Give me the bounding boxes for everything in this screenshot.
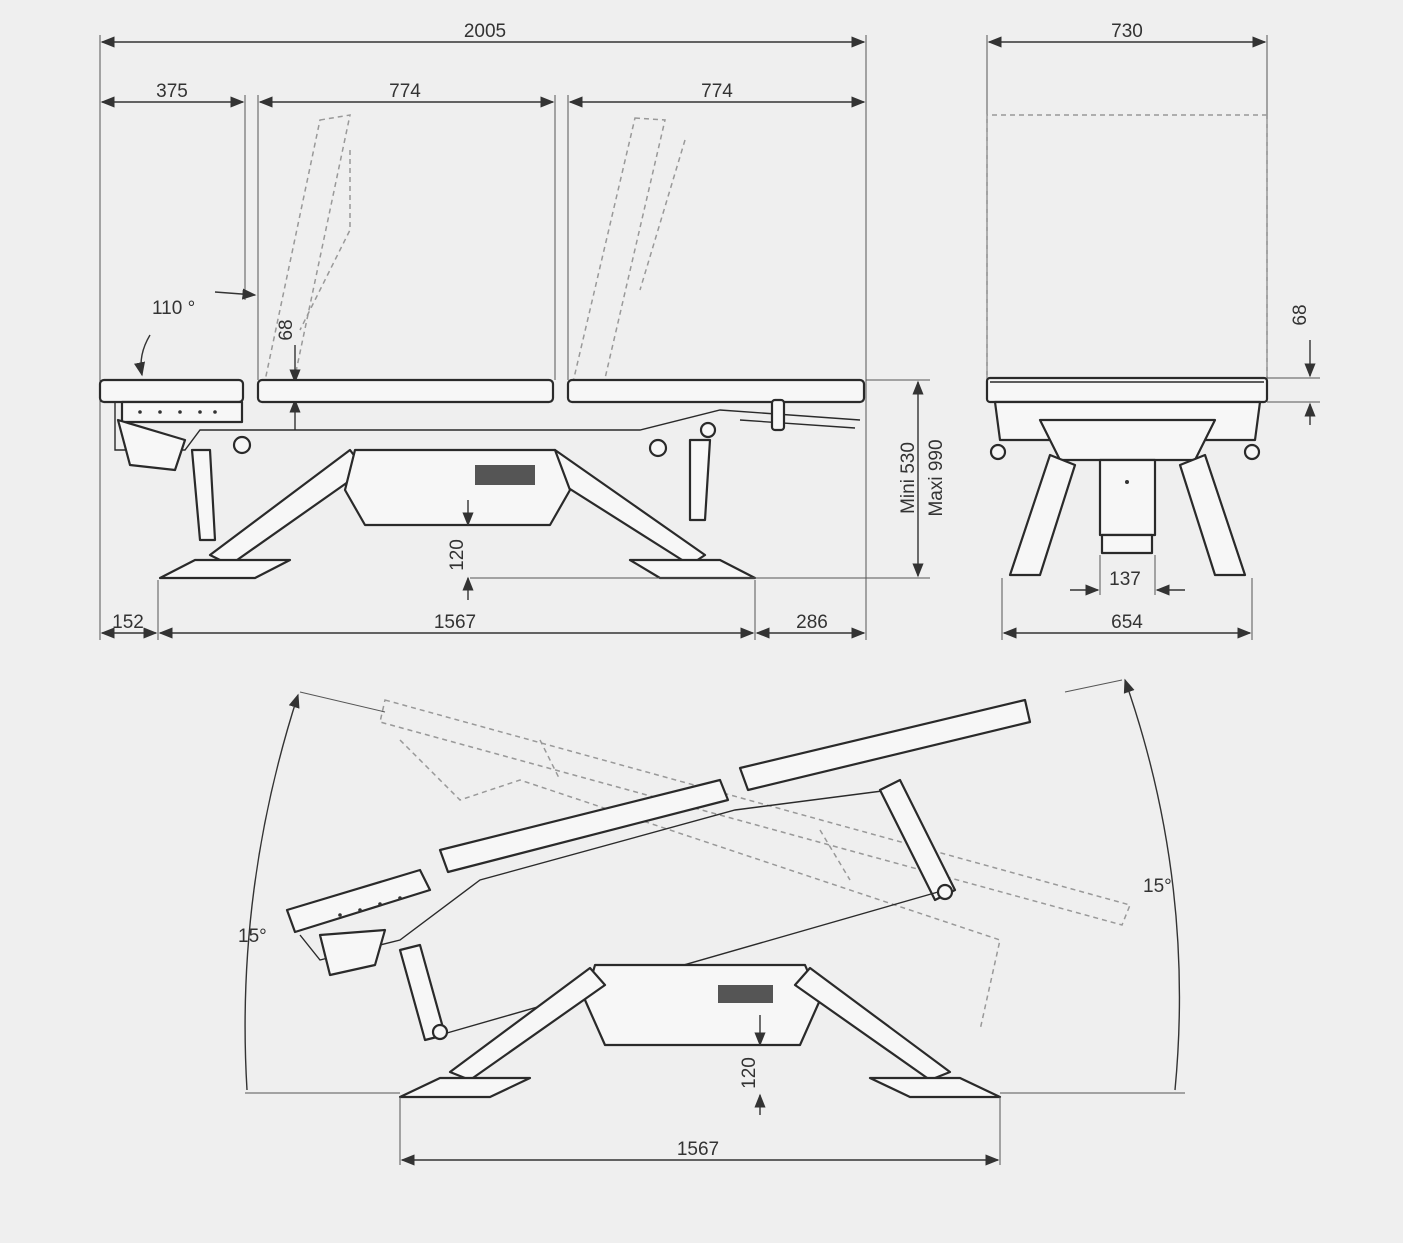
dim-front-overhang: 152	[112, 612, 144, 633]
dim-middle-section: 774	[389, 81, 421, 102]
dim-base-width: 654	[1111, 612, 1143, 633]
side-view: 2005 375 774 774 110 ° 68	[98, 21, 947, 640]
dim-cushion-thickness-side: 68	[276, 319, 297, 340]
dim-rear-overhang: 286	[796, 612, 828, 633]
dim-tilt-angle-left: 15°	[238, 926, 267, 947]
dim-foot-section: 774	[701, 81, 733, 102]
dim-head-section: 375	[156, 81, 188, 102]
dim-cushion-thickness-end: 68	[1290, 304, 1311, 325]
end-view: 730 68 137 654	[985, 21, 1320, 640]
dim-base-clearance-side: 120	[447, 539, 468, 571]
dim-tilt-angle-right: 15°	[1143, 876, 1172, 897]
dim-overall-length: 2005	[464, 21, 506, 42]
dim-height-min: Mini 530	[898, 442, 919, 514]
dim-width: 730	[1111, 21, 1143, 42]
dim-head-angle: 110 °	[152, 298, 195, 319]
dim-base-clearance-tilt: 120	[739, 1057, 760, 1089]
dim-base-length-tilt: 1567	[677, 1139, 719, 1160]
dim-height-max: Maxi 990	[926, 439, 947, 516]
tilt-view: 15° 15° 120 1567	[238, 678, 1185, 1166]
dim-column-width: 137	[1109, 569, 1141, 590]
dim-base-length-side: 1567	[434, 612, 476, 633]
